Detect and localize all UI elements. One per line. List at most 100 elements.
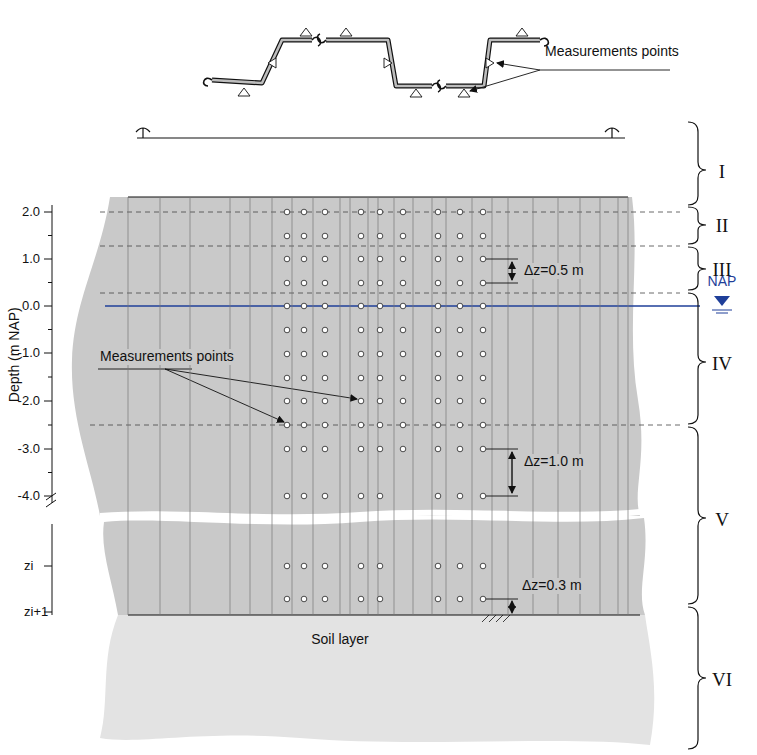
dimension-line xyxy=(486,259,518,613)
measurement-point xyxy=(457,209,463,215)
measurement-point xyxy=(457,280,463,286)
measurement-points xyxy=(284,209,486,602)
sheet-pile-profile xyxy=(212,40,540,86)
pile-joint-line xyxy=(600,197,601,615)
axis-value: 2.0 xyxy=(22,205,40,219)
measurement-point xyxy=(322,233,328,239)
measurement-point xyxy=(284,351,290,357)
water-level-symbol xyxy=(714,296,730,306)
measurement-point xyxy=(457,563,463,569)
zone-number: V xyxy=(715,510,729,531)
anchor-symbol xyxy=(605,128,619,138)
axis-tick xyxy=(44,449,52,450)
measurement-point xyxy=(435,303,441,309)
measurement-point xyxy=(284,280,290,286)
dimension-label: Δz=0.3 m xyxy=(520,578,584,593)
measurement-point xyxy=(377,563,383,569)
dimension-label: Δz=1.0 m xyxy=(522,454,586,469)
measurement-point xyxy=(358,256,364,262)
measurement-point xyxy=(301,209,307,215)
measurement-point xyxy=(480,327,486,333)
axis-ticks xyxy=(44,212,52,612)
water-level-label: NAP xyxy=(708,274,737,289)
measurement-point xyxy=(400,280,406,286)
measurement-point xyxy=(400,256,406,262)
measurement-point xyxy=(301,422,307,428)
axis-tick xyxy=(48,329,52,330)
interlock xyxy=(204,34,549,92)
measurement-point xyxy=(400,351,406,357)
measurement-point xyxy=(377,375,383,381)
pile-joint-line xyxy=(580,197,581,615)
ground-hatch xyxy=(482,615,510,622)
measurement-point xyxy=(358,398,364,404)
capping-beam xyxy=(137,137,625,138)
measurement-point xyxy=(480,351,486,357)
measurement-point xyxy=(377,280,383,286)
measurement-point xyxy=(301,446,307,452)
measurement-point xyxy=(284,233,290,239)
measurement-point xyxy=(480,375,486,381)
zone-number: IV xyxy=(712,354,732,375)
measurement-point xyxy=(435,209,441,215)
measurement-point xyxy=(377,209,383,215)
measurement-point xyxy=(480,233,486,239)
measurement-point xyxy=(480,446,486,452)
toe-line xyxy=(128,614,640,615)
measurement-point xyxy=(284,327,290,333)
measurement-point xyxy=(301,327,307,333)
pile-joint-line xyxy=(272,197,273,615)
measurement-point xyxy=(435,233,441,239)
axis-tick xyxy=(48,377,52,378)
measurement-point xyxy=(358,233,364,239)
axis-value: 0.0 xyxy=(22,299,40,313)
pile-joint-line xyxy=(160,197,161,615)
leader-line xyxy=(165,369,284,422)
measurement-point xyxy=(400,233,406,239)
break-line xyxy=(100,512,640,517)
measurement-point xyxy=(322,446,328,452)
measurement-point xyxy=(358,563,364,569)
axis-tick xyxy=(48,472,52,473)
zone-number: II xyxy=(716,216,729,237)
pile-joint-line xyxy=(508,197,509,615)
pile-joint-line xyxy=(432,197,433,615)
measurement-point xyxy=(457,446,463,452)
measurement-point xyxy=(400,375,406,381)
measurement-point xyxy=(358,351,364,357)
measurement-point xyxy=(457,351,463,357)
soil-layer xyxy=(100,615,654,745)
measurement-point xyxy=(301,398,307,404)
pile-joint-line xyxy=(368,197,369,615)
measurement-point xyxy=(301,493,307,499)
measurement-point xyxy=(400,422,406,428)
measurement-point xyxy=(457,375,463,381)
measurement-point xyxy=(457,493,463,499)
measurement-point xyxy=(284,375,290,381)
axis-value: 1.0 xyxy=(22,252,40,266)
leader-line xyxy=(98,369,192,370)
measurement-point xyxy=(480,303,486,309)
pile-joint-line xyxy=(292,197,293,615)
measurement-point xyxy=(358,280,364,286)
measurement-point xyxy=(480,280,486,286)
measurement-point xyxy=(435,398,441,404)
measurement-point xyxy=(480,422,486,428)
leader-line xyxy=(540,70,670,71)
measurement-point xyxy=(322,563,328,569)
measurement-point xyxy=(480,563,486,569)
zone-number: VI xyxy=(712,670,732,691)
measurement-point xyxy=(400,446,406,452)
axis-tick xyxy=(44,401,52,402)
measurement-point xyxy=(377,303,383,309)
measurement-point xyxy=(435,563,441,569)
measurement-point xyxy=(284,596,290,602)
pile-joint-line xyxy=(492,197,493,615)
axis-tick xyxy=(48,282,52,283)
measurement-point xyxy=(358,209,364,215)
measurement-point xyxy=(480,493,486,499)
measurement-point xyxy=(322,596,328,602)
measurement-point xyxy=(377,256,383,262)
measurement-point xyxy=(301,256,307,262)
axis-tick xyxy=(44,496,52,497)
